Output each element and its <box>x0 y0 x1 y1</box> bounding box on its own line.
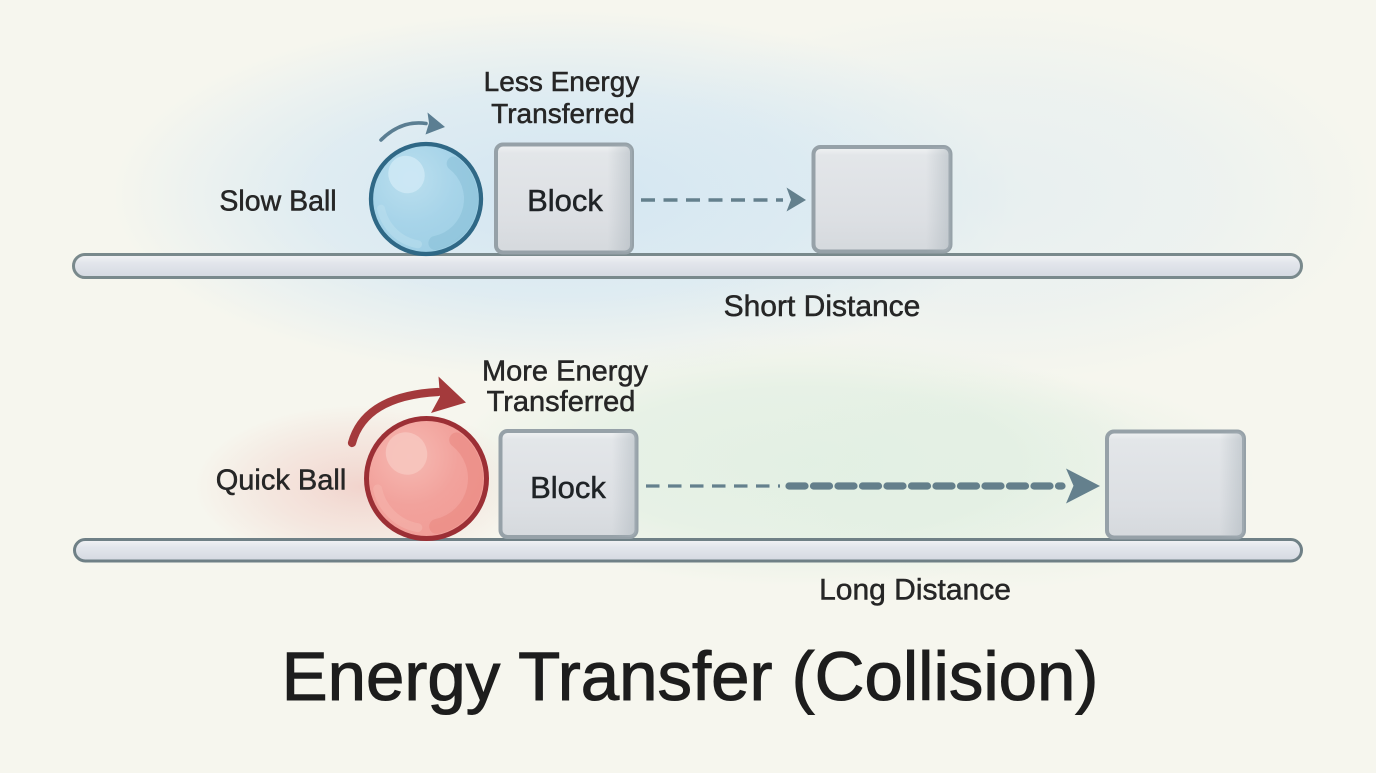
svg-text:Short Distance: Short Distance <box>724 290 921 323</box>
svg-text:Transferred: Transferred <box>491 98 635 129</box>
svg-text:Block: Block <box>530 470 606 505</box>
svg-text:Transferred: Transferred <box>487 386 636 418</box>
svg-text:Block: Block <box>527 183 603 218</box>
svg-text:Long Distance: Long Distance <box>819 574 1011 607</box>
svg-text:Less Energy: Less Energy <box>484 66 640 97</box>
svg-text:More Energy: More Energy <box>482 356 649 388</box>
svg-text:Slow Ball: Slow Ball <box>219 186 336 218</box>
svg-text:Energy Transfer (Collision): Energy Transfer (Collision) <box>282 638 1099 715</box>
svg-text:Quick Ball: Quick Ball <box>216 465 347 497</box>
